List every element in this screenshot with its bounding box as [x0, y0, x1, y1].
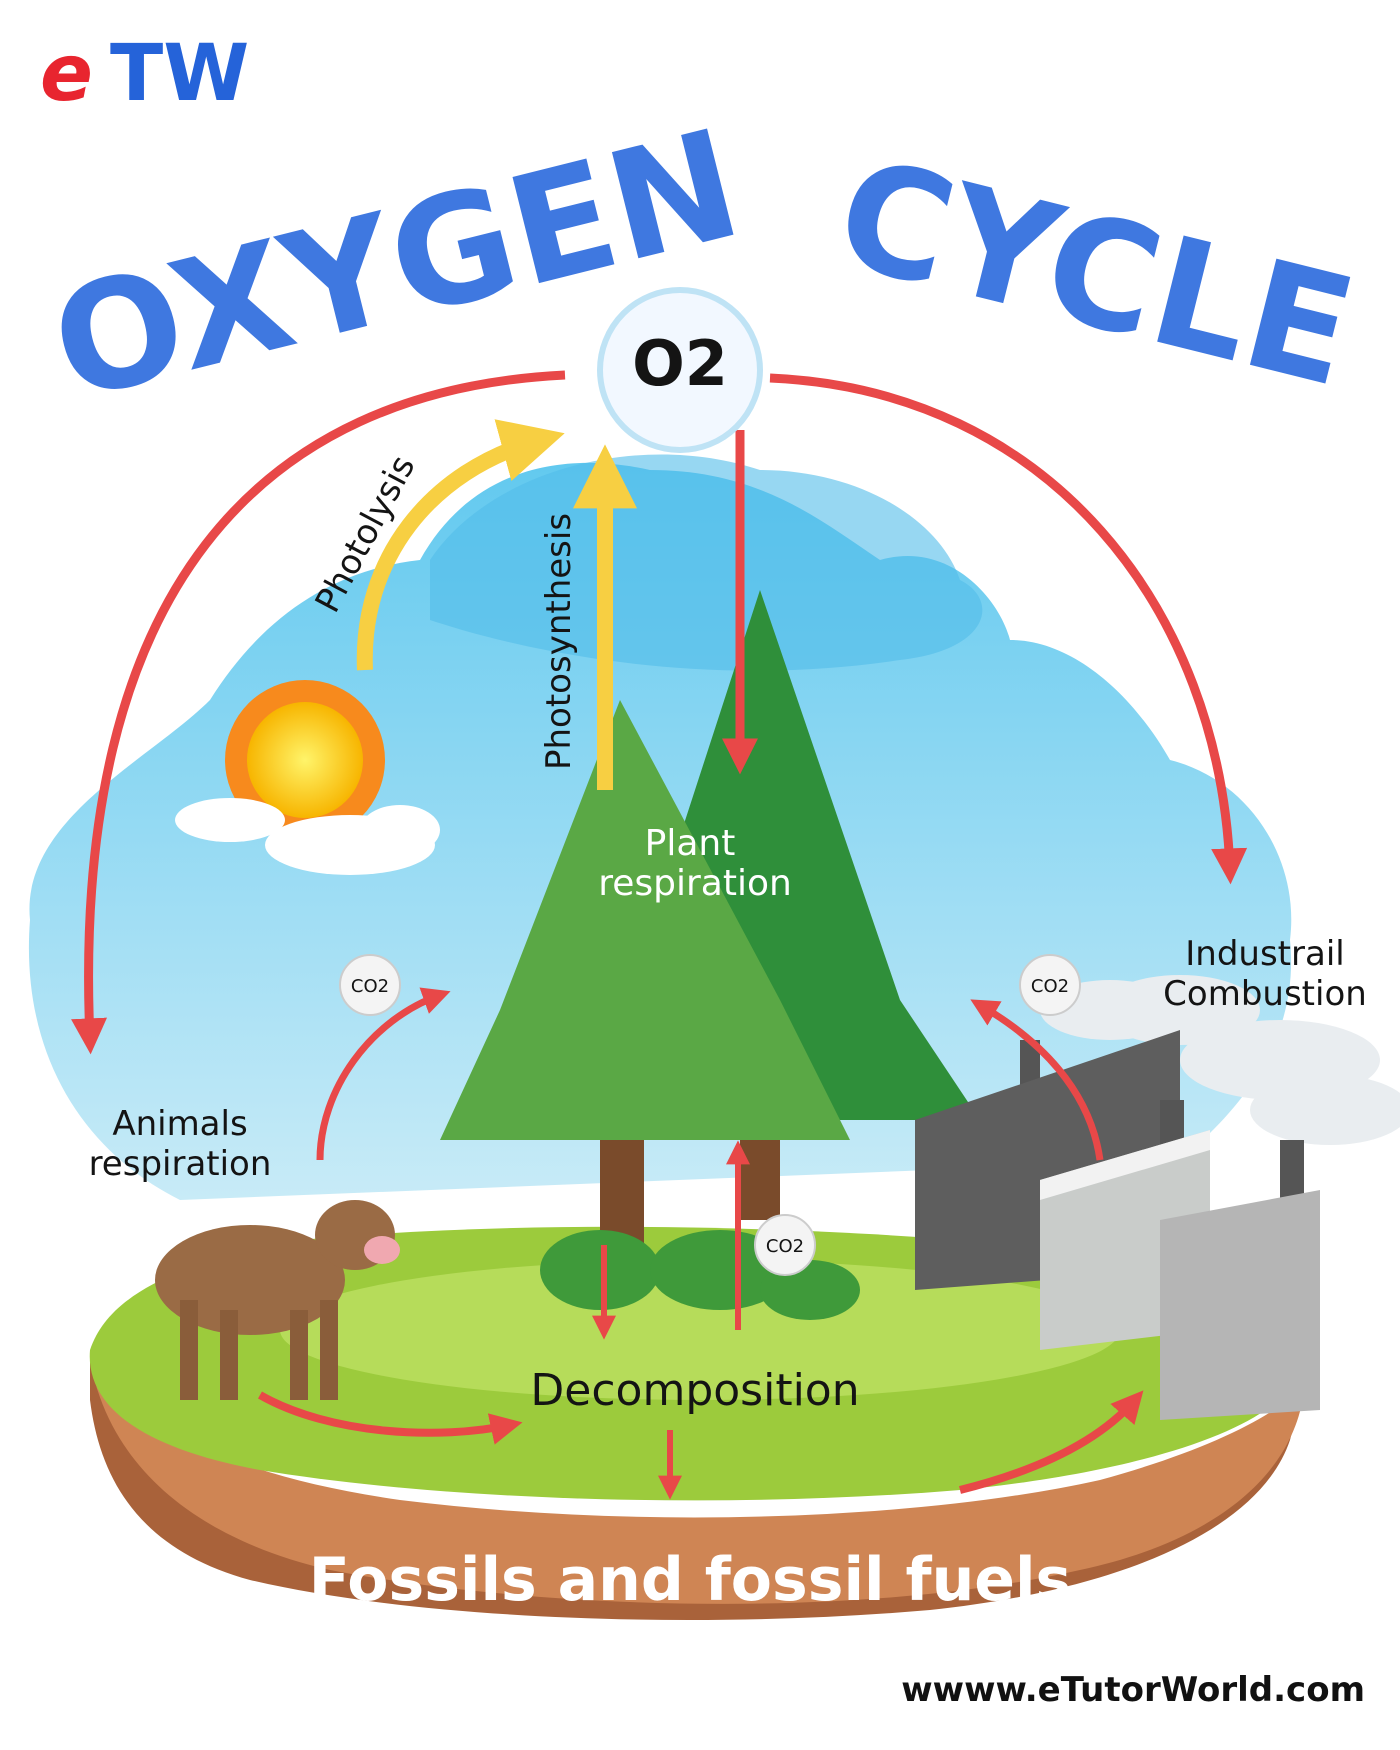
svg-text:CO2: CO2: [351, 976, 389, 997]
arrow-o2-to-industrial: [769, 373, 1248, 885]
o2-label: O2: [632, 327, 728, 400]
grass-highlight: [280, 1260, 1120, 1400]
cow-icon: [155, 1200, 400, 1400]
factory-buildings: [915, 1030, 1320, 1420]
arrow-photolysis: [356, 419, 565, 671]
co2-bubble-left: CO2: [339, 954, 401, 1016]
co2-bubble-bottom: CO2: [754, 1214, 816, 1276]
animals-label-line2: respiration: [89, 1144, 272, 1184]
etw-logo: e TW: [40, 29, 300, 120]
industrial-label-line1: Industrail: [1185, 934, 1344, 974]
cloud-bank: [430, 454, 983, 671]
o2-bubble: O2: [597, 287, 763, 453]
arrow-animal-co2: [316, 987, 451, 1161]
plant-respiration-line2: respiration: [598, 863, 792, 904]
animals-label-line1: Animals: [112, 1104, 247, 1144]
plant-respiration-line1: Plant: [645, 823, 736, 864]
soil-front: [90, 1360, 1305, 1604]
arrow-o2-to-animals: [71, 370, 566, 1055]
svg-text:CO2: CO2: [1031, 976, 1069, 997]
title-word-2: CYCLE: [821, 126, 1369, 421]
small-clouds: [175, 798, 440, 875]
photosynthesis-label: Photosynthesis: [539, 513, 579, 770]
decomposition-label: Decomposition: [530, 1365, 859, 1416]
svg-text:CO2: CO2: [766, 1236, 804, 1257]
tree-left: [440, 700, 850, 1250]
svg-text:TW: TW: [110, 30, 249, 119]
website-url[interactable]: wwww.eTutorWorld.com: [901, 1670, 1365, 1710]
co2-bubble-right: CO2: [1019, 954, 1081, 1016]
svg-text:e: e: [40, 30, 93, 119]
arrow-animal-to-decomp: [258, 1391, 523, 1445]
sun-icon: [225, 680, 385, 840]
etw-logo-mark: e TW: [40, 29, 249, 119]
industrial-label-line2: Combustion: [1163, 974, 1367, 1014]
fossils-label: Fossils and fossil fuels: [309, 1545, 1072, 1615]
arrow-industrial-co2: [970, 999, 1104, 1161]
arrow-fossils-to-industry: [959, 1390, 1144, 1494]
